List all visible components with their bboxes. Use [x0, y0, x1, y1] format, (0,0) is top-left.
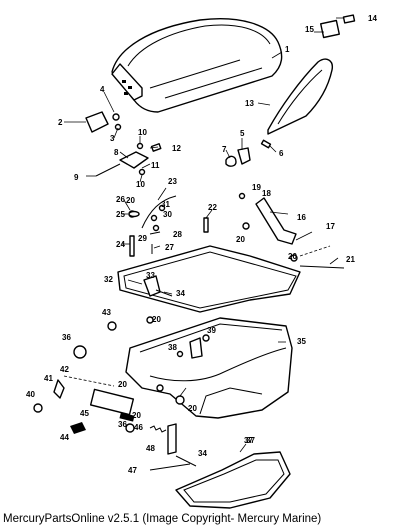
cowl-side-panel[interactable]: [267, 58, 333, 135]
copyright-caption: MercuryPartsOnline v2.5.1 (Image Copyrig…: [3, 513, 322, 525]
callout-13[interactable]: 13: [245, 99, 254, 108]
callout-3[interactable]: 3: [110, 134, 115, 143]
callout-35[interactable]: 35: [297, 337, 306, 346]
callout-20-repeat[interactable]: 20: [126, 196, 135, 205]
callout-34[interactable]: 34: [176, 289, 185, 298]
callout-15[interactable]: 15: [305, 25, 314, 34]
nut-40[interactable]: [33, 403, 43, 413]
callout-47[interactable]: 47: [128, 466, 137, 475]
callout-20[interactable]: 20: [236, 235, 245, 244]
callout-29[interactable]: 29: [138, 234, 147, 243]
callout-20-repeat[interactable]: 20: [132, 411, 141, 420]
latch-plate[interactable]: [85, 111, 109, 133]
callout-2[interactable]: 2: [58, 118, 63, 127]
callout-22[interactable]: 22: [208, 203, 217, 212]
callout-20-repeat[interactable]: 20: [152, 315, 161, 324]
callout-7[interactable]: 7: [222, 145, 227, 154]
callout-21[interactable]: 21: [346, 255, 355, 264]
small-decal[interactable]: [342, 14, 356, 24]
bracket-48[interactable]: [167, 423, 177, 455]
callout-20-repeat[interactable]: 20: [188, 404, 197, 413]
washer-20[interactable]: [146, 316, 154, 324]
callout-37-repeat[interactable]: 37: [244, 436, 253, 445]
callout-18[interactable]: 18: [262, 189, 271, 198]
hood-hook[interactable]: [143, 275, 173, 297]
bracket-38[interactable]: [189, 337, 203, 359]
callout-45[interactable]: 45: [80, 409, 89, 418]
callout-12[interactable]: 12: [172, 144, 181, 153]
callout-5[interactable]: 5: [240, 129, 245, 138]
callout-44[interactable]: 44: [60, 433, 69, 442]
fitting-29[interactable]: [176, 350, 184, 358]
latch-lever[interactable]: [238, 192, 345, 269]
callout-10-repeat[interactable]: 10: [136, 180, 145, 189]
callout-8[interactable]: 8: [114, 148, 119, 157]
callout-31[interactable]: 31: [161, 200, 170, 209]
callout-14[interactable]: 14: [368, 14, 377, 23]
gasket[interactable]: [117, 245, 301, 313]
callout-33[interactable]: 33: [146, 271, 155, 280]
callout-24[interactable]: 24: [116, 240, 125, 249]
callout-25[interactable]: 25: [116, 210, 125, 219]
grommet-36b[interactable]: [125, 423, 135, 433]
callout-23[interactable]: 23: [168, 177, 177, 186]
callout-43[interactable]: 43: [102, 308, 111, 317]
callout-1[interactable]: 1: [285, 45, 290, 54]
callout-40[interactable]: 40: [26, 390, 35, 399]
hook-bracket[interactable]: [225, 139, 272, 167]
callout-6[interactable]: 6: [279, 149, 284, 158]
callout-36[interactable]: 36: [62, 333, 71, 342]
link-rod[interactable]: [128, 195, 177, 235]
rod-34[interactable]: [175, 455, 197, 467]
callout-16[interactable]: 16: [297, 213, 306, 222]
callout-41[interactable]: 41: [44, 374, 53, 383]
plate[interactable]: [89, 388, 135, 422]
callout-26[interactable]: 26: [116, 195, 125, 204]
callout-10[interactable]: 10: [138, 128, 147, 137]
screw[interactable]: [114, 123, 122, 131]
pin[interactable]: [203, 217, 209, 233]
decal-44[interactable]: [70, 422, 86, 434]
callout-17[interactable]: 17: [326, 222, 335, 231]
fitting-39[interactable]: [202, 334, 210, 342]
callout-32[interactable]: 32: [104, 275, 113, 284]
grommet-36[interactable]: [73, 345, 87, 359]
grommet[interactable]: [107, 321, 117, 331]
callout-34-repeat[interactable]: 34: [198, 449, 207, 458]
callout-36-repeat[interactable]: 36: [118, 420, 127, 429]
callout-48[interactable]: 48: [146, 444, 155, 453]
callout-20-repeat[interactable]: 20: [118, 380, 127, 389]
callout-19[interactable]: 19: [252, 183, 261, 192]
pin-42[interactable]: [63, 375, 115, 387]
decal[interactable]: [320, 19, 340, 39]
top-cowl[interactable]: [111, 18, 283, 113]
stud[interactable]: [129, 235, 135, 257]
callout-9[interactable]: 9: [74, 173, 79, 182]
callout-11[interactable]: 11: [151, 161, 160, 170]
lower-gasket[interactable]: [175, 451, 291, 509]
callout-27[interactable]: 27: [165, 243, 174, 252]
latch-bracket[interactable]: [95, 142, 162, 177]
rod-47[interactable]: [149, 463, 191, 471]
clip-41[interactable]: [53, 379, 65, 399]
callout-4[interactable]: 4: [100, 85, 105, 94]
spring[interactable]: [149, 425, 167, 433]
callout-28[interactable]: 28: [173, 230, 182, 239]
callout-30[interactable]: 30: [163, 210, 172, 219]
callout-37[interactable]: 37: [246, 436, 255, 445]
leader-lines: [64, 17, 344, 453]
washer[interactable]: [112, 113, 120, 121]
bottom-cowl[interactable]: [125, 317, 293, 419]
callout-46[interactable]: 46: [134, 423, 143, 432]
callout-20-repeat[interactable]: 20: [288, 252, 297, 261]
callout-42[interactable]: 42: [60, 365, 69, 374]
callout-numbers: 1234567891011121314151617181920212223242…: [26, 14, 377, 475]
callout-39[interactable]: 39: [207, 326, 216, 335]
callout-38[interactable]: 38: [168, 343, 177, 352]
